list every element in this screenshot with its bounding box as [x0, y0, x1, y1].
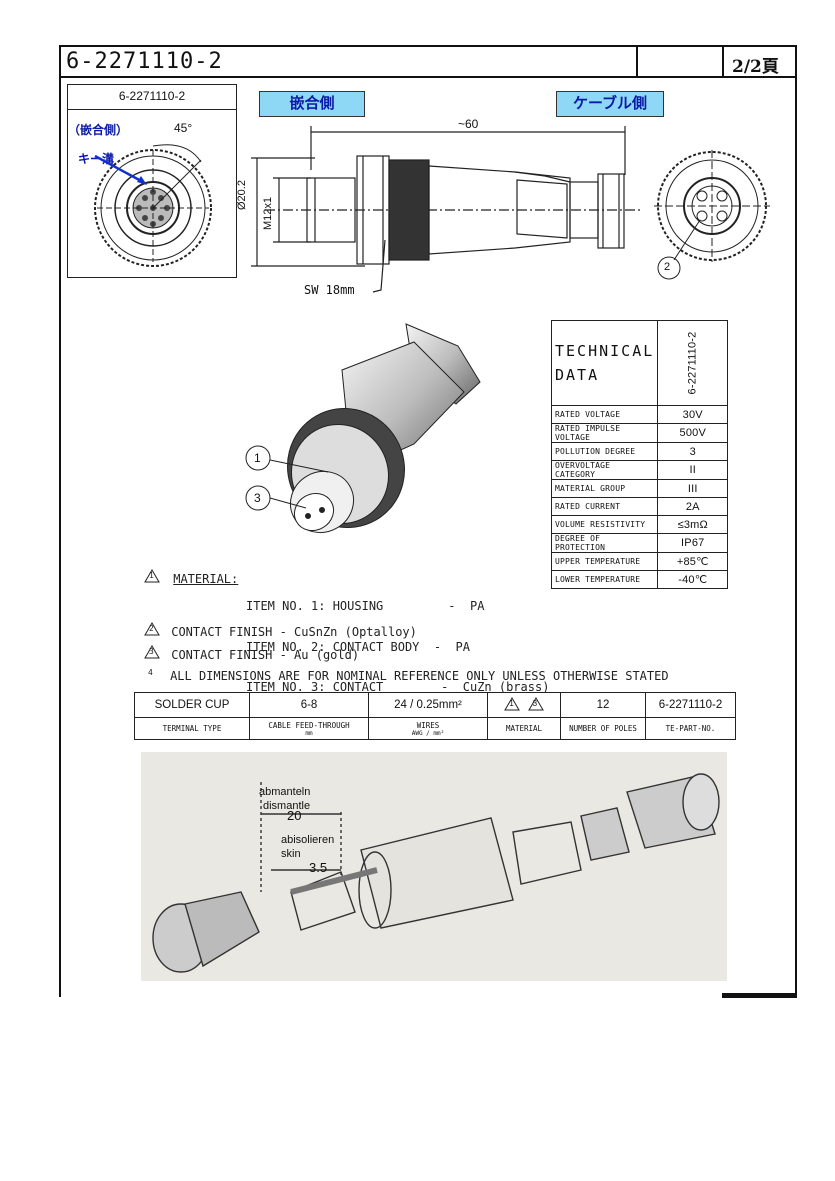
material-item: ITEM NO. 1: HOUSING - PA — [246, 599, 485, 613]
table-row: UPPER TEMPERATURE+85℃ — [550, 552, 729, 571]
column-label: NUMBER OF POLES — [560, 717, 646, 740]
row-label: LOWER TEMPERATURE — [550, 570, 659, 589]
rear-end-view — [654, 150, 770, 280]
length-dimension: ~60 — [458, 117, 479, 131]
callout-2: 2 — [664, 261, 671, 273]
table-row: LOWER TEMPERATURE-40℃ — [550, 570, 729, 589]
row-value: IP67 — [657, 533, 729, 553]
row-label: RATED IMPULSE VOLTAGE — [550, 423, 659, 443]
row-label: RATED CURRENT — [550, 497, 659, 516]
row-label: MATERIAL GROUP — [550, 479, 659, 498]
connector-face — [94, 144, 212, 267]
photo-label-abisolieren: abisolieren — [281, 834, 335, 846]
tech-heading-cell: TECHNICAL DATA — [550, 320, 659, 406]
end-view-panel — [67, 84, 237, 278]
wrench-size-label: SW 18mm — [304, 283, 355, 297]
mating-side-label: （嵌合側） — [68, 123, 129, 137]
photo-label-abmanteln: abmanteln — [259, 786, 311, 798]
row-label: VOLUME RESISTIVITY — [550, 515, 659, 534]
key-groove-arrow — [94, 154, 144, 184]
front-end-view — [94, 144, 212, 267]
note-triangle-icon: 3 — [527, 696, 544, 711]
photo-dim-20: 20 — [287, 808, 302, 823]
row-label: RATED VOLTAGE — [550, 405, 659, 424]
callout-1: 1 — [254, 451, 261, 465]
spec-table: SOLDER CUP 6-8 24 / 0.25mm² 1 3 12 6-227… — [134, 692, 736, 740]
side-view-drawing — [251, 126, 640, 293]
row-value: -40℃ — [657, 570, 729, 589]
photo-dim-3-5: 3.5 — [309, 860, 328, 875]
title-divider — [636, 45, 638, 78]
cable-side-tag: ケーブル側 — [556, 91, 664, 117]
row-value: II — [657, 460, 729, 480]
drawing-frame — [59, 45, 797, 997]
dimension-note: 4 ALL DIMENSIONS ARE FOR NOMINAL REFEREN… — [148, 668, 669, 683]
column-label: MATERIAL — [487, 717, 561, 740]
frame-corner-bar — [722, 993, 797, 998]
tech-part-no-cell: 6-2271110-2 — [657, 320, 729, 406]
title-divider — [722, 45, 724, 78]
material-item: ITEM NO. 2: CONTACT BODY - PA — [246, 639, 470, 654]
mating-side-tag: 嵌合側 — [259, 91, 365, 117]
wires-value: 24 / 0.25mm² — [368, 692, 488, 718]
poles-value: 12 — [560, 692, 646, 718]
terminal-type-value: SOLDER CUP — [134, 692, 250, 718]
finish-note-2: 2 CONTACT FINISH - CuSnZn (Optalloy) — [144, 622, 417, 639]
exploded-assembly-drawing — [152, 773, 720, 973]
row-label: OVERVOLTAGE CATEGORY — [550, 460, 659, 480]
finish-note-3: 3 CONTACT FINISH - Au (gold) — [144, 645, 359, 662]
photo-label-dismantle: dismantle — [263, 800, 311, 812]
material-item: ITEM NO. 3: CONTACT - CuZn (brass) — [246, 680, 550, 694]
material-marks: 1 3 — [487, 692, 561, 718]
row-value: 3 — [657, 442, 729, 461]
technical-data-table: TECHNICAL DATA 6-2271110-2 RATED VOLTAGE… — [550, 320, 729, 589]
material-items: ITEM NO. 1: HOUSING - PA ITEM NO. 2: CON… — [246, 573, 549, 708]
title-bar — [59, 45, 797, 78]
row-label: DEGREE OF PROTECTION — [550, 533, 659, 553]
material-label: MATERIAL: — [173, 572, 239, 586]
row-value: +85℃ — [657, 552, 729, 571]
row-value: ≤3mΩ — [657, 515, 729, 534]
page-number: 2/2頁 — [732, 57, 779, 77]
callout-3: 3 — [254, 491, 261, 505]
tech-part-no: 6-2271110-2 — [686, 331, 699, 395]
angle-label: 45° — [174, 121, 193, 135]
column-label: TERMINAL TYPE — [134, 717, 250, 740]
document-number: 6-2271110-2 — [66, 49, 223, 74]
material-note: 1 MATERIAL: — [144, 569, 238, 586]
row-value: 500V — [657, 423, 729, 443]
arrow-head — [137, 176, 147, 185]
column-label: TE-PART-NO. — [645, 717, 736, 740]
end-view-header — [67, 84, 237, 110]
cable-feed-value: 6-8 — [249, 692, 369, 718]
tech-heading-line1: TECHNICAL — [555, 342, 655, 360]
table-row: VOLUME RESISTIVITY≤3mΩ — [550, 515, 729, 534]
te-part-no-value: 6-2271110-2 — [645, 692, 736, 718]
assembly-photo: abmanteln dismantle 20 abisolieren skin … — [141, 752, 727, 981]
row-value: III — [657, 479, 729, 498]
note-triangle-icon: 1 — [504, 696, 521, 711]
isometric-view — [245, 323, 481, 534]
tech-heading-line2: DATA — [555, 366, 600, 384]
end-view-part-number: 6-2271110-2 — [118, 89, 186, 103]
row-label: POLLUTION DEGREE — [550, 442, 659, 461]
row-label: UPPER TEMPERATURE — [550, 552, 659, 571]
row-value: 2A — [657, 497, 729, 516]
note-triangle-icon: 3 — [144, 645, 160, 659]
note-triangle-icon: 1 — [144, 569, 160, 583]
table-row: SOLDER CUP 6-8 24 / 0.25mm² 1 3 12 6-227… — [134, 692, 736, 718]
photo-label-skin: skin — [281, 848, 301, 860]
note-triangle-icon: 2 — [144, 622, 160, 636]
row-value: 30V — [657, 405, 729, 424]
